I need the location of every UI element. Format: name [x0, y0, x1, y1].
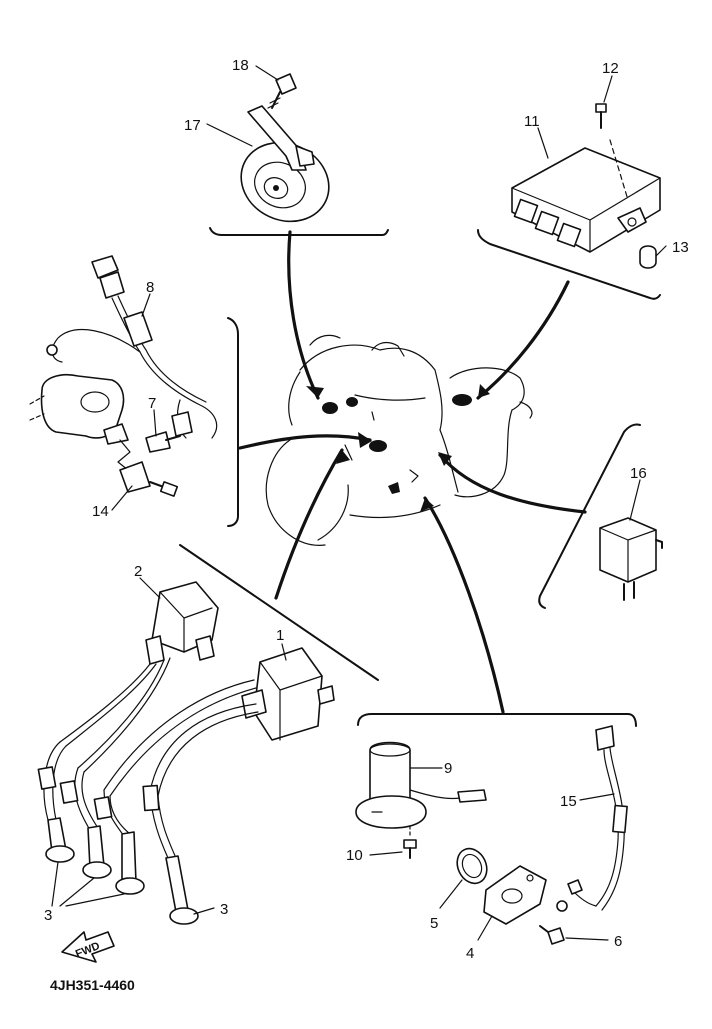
- callout-10: 10: [346, 847, 363, 864]
- callout-7: 7: [148, 395, 156, 412]
- drawing-code: 4JH351-4460: [50, 977, 135, 993]
- callout-4: 4: [466, 945, 474, 962]
- motorcycle-silhouette: [265, 334, 533, 546]
- lead-wire: [556, 725, 628, 912]
- callout-2: 2: [134, 563, 142, 580]
- callout-5: 5: [430, 915, 438, 932]
- ignition-coils: [37, 581, 335, 925]
- relay-unit: [599, 517, 663, 601]
- callout-8: 8: [146, 279, 154, 296]
- leader-lines: [238, 230, 587, 714]
- callout-16: 16: [630, 465, 647, 482]
- callout-18: 18: [232, 57, 249, 74]
- horn-assembly: [240, 73, 330, 223]
- forward-arrow-icon: FWD: [61, 931, 115, 963]
- starter-solenoid: [355, 741, 487, 859]
- callout-11: 11: [524, 113, 540, 130]
- neutral-switch-assembly: [456, 847, 565, 945]
- group-brackets: [179, 227, 661, 727]
- ecu-assembly: [511, 103, 661, 269]
- callout-9: 9: [444, 760, 452, 777]
- callout-12: 12: [602, 60, 619, 77]
- callout-17: 17: [184, 117, 201, 134]
- callout-15: 15: [560, 793, 577, 810]
- callout-13: 13: [672, 239, 689, 256]
- callout-leaders: [51, 65, 667, 941]
- callout-3a: 3: [44, 907, 52, 924]
- callout-1: 1: [276, 627, 284, 644]
- callout-labels: 1 2 3 3 4 5 6 7 8 9 10 11 12 13 14 15 16…: [44, 57, 689, 962]
- wiring-and-sensors: [29, 255, 218, 497]
- callout-6: 6: [614, 933, 622, 950]
- callout-3b: 3: [220, 901, 228, 918]
- callout-14: 14: [92, 503, 109, 520]
